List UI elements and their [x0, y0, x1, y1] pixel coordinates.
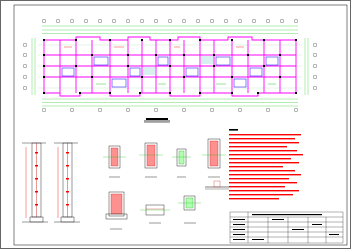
- plan-columns: [43, 39, 297, 94]
- detail-section-6: [140, 204, 170, 224]
- plan-rooms: [61, 56, 279, 88]
- sheet-inner-border: [13, 4, 348, 246]
- plan-top-axis-bubbles: [42, 19, 298, 23]
- column-elevation-ticks: [35, 152, 69, 206]
- plan-stairs: [143, 56, 213, 75]
- detail-section-8: [205, 180, 229, 190]
- plan-top-dimensions: [42, 25, 298, 34]
- detail-section-1: [103, 145, 126, 178]
- column-elevations: [22, 142, 80, 223]
- plan-side-axis-bubbles: [23, 43, 317, 90]
- general-notes: [229, 129, 303, 200]
- plan-annotation-marks: [64, 46, 276, 85]
- plan-bottom-axis-bubbles: [42, 108, 298, 112]
- detail-section-5: [105, 191, 128, 230]
- column-elevation-2: [54, 142, 80, 223]
- plan-side-dimensions: [31, 38, 309, 95]
- detail-section-7: [178, 195, 201, 224]
- detail-section-4: [202, 138, 226, 178]
- title-block: [229, 211, 344, 244]
- section-details-row-1: [103, 138, 226, 178]
- floor-plan: [23, 19, 317, 123]
- plan-bottom-dimensions: [42, 98, 298, 107]
- title-block-text-marks: [233, 214, 339, 240]
- column-elevation-1: [22, 142, 48, 223]
- detail-section-2: [139, 142, 163, 178]
- notes-text-lines: [229, 134, 303, 200]
- section-details-row-2: [105, 180, 229, 230]
- detail-section-3: [172, 148, 191, 178]
- plan-title-block: [144, 118, 170, 123]
